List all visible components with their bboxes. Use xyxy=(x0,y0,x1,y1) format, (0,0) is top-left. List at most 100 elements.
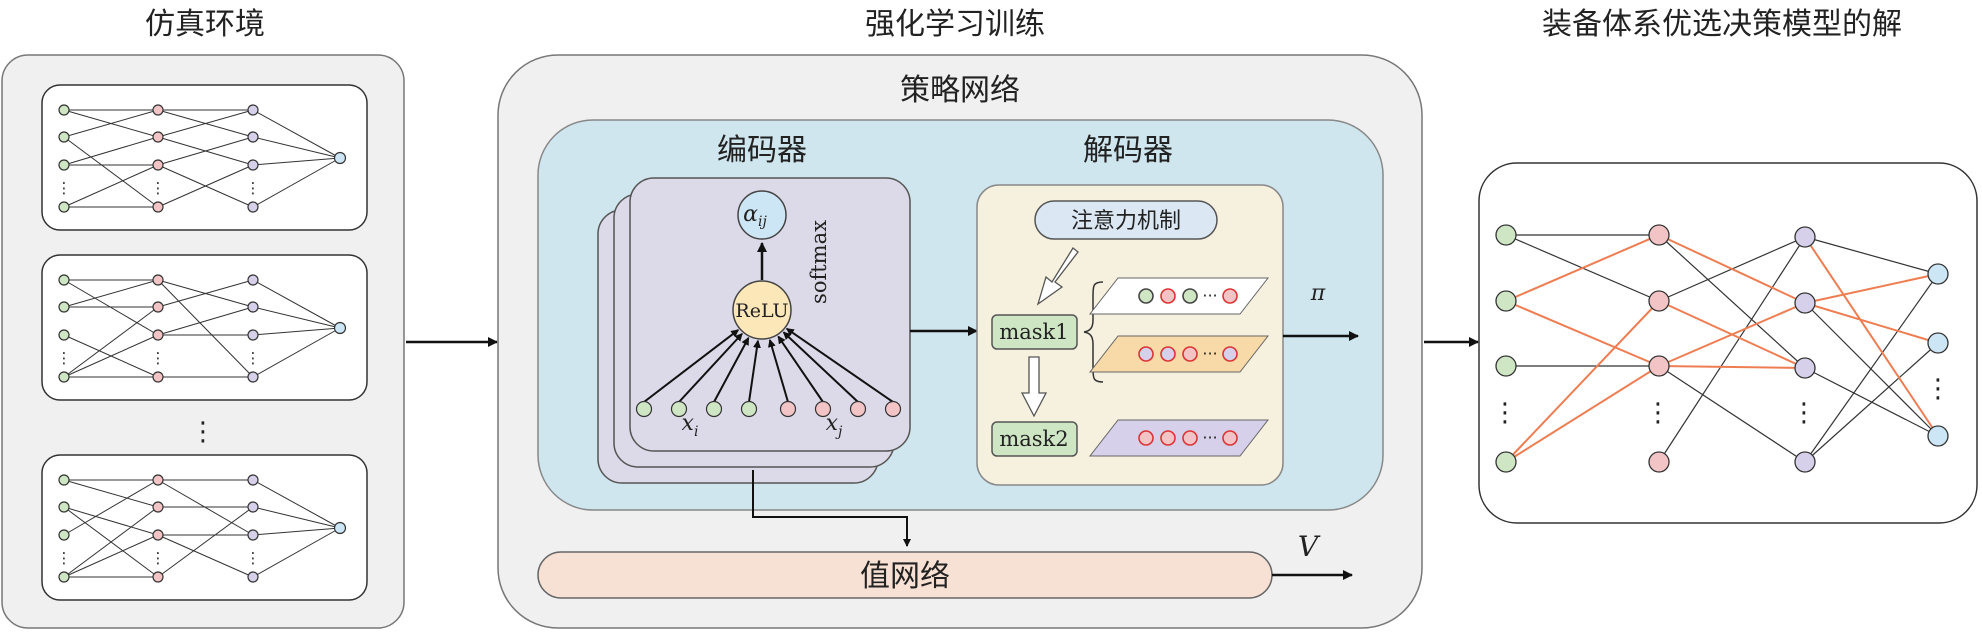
xi-label: xi xyxy=(682,411,699,440)
network-node xyxy=(247,474,259,486)
relu-node xyxy=(732,280,792,340)
pi-label: π xyxy=(1310,281,1326,306)
network-edge xyxy=(63,479,159,508)
network-node xyxy=(152,571,164,583)
network-node xyxy=(58,274,70,286)
solution-section-title: 装备体系优选决策模型的解 xyxy=(1542,7,1902,42)
input-attention-arrow xyxy=(748,339,761,403)
softmax-label: softmax xyxy=(807,220,831,304)
alpha-node xyxy=(737,190,787,240)
network-node xyxy=(670,400,688,418)
ellipsis-dots: ⋮ xyxy=(151,179,166,197)
mask1-box xyxy=(991,314,1078,350)
mask-node xyxy=(1222,430,1238,446)
ellipsis-dots: ⋮ xyxy=(1645,398,1671,428)
mask1-label: mask1 xyxy=(999,320,1068,344)
network-node xyxy=(1794,292,1816,314)
network-edge xyxy=(63,506,159,578)
input-attention-arrow xyxy=(713,337,750,403)
network-edge xyxy=(157,136,254,166)
network-node xyxy=(1648,290,1670,312)
env-network-card: ⋮⋮⋮ xyxy=(41,254,368,401)
network-edge xyxy=(1505,234,1660,302)
network-edge xyxy=(63,534,159,578)
network-node xyxy=(152,301,164,313)
network-edge xyxy=(1804,342,1939,463)
xj-label: xj xyxy=(826,411,843,440)
network-node xyxy=(152,329,164,341)
mask-node xyxy=(1160,430,1176,446)
network-node xyxy=(58,131,70,143)
input-attention-arrow xyxy=(777,335,824,403)
network-node xyxy=(1495,290,1517,312)
network-edge xyxy=(1804,236,1939,275)
network-edge xyxy=(1804,273,1939,463)
network-node xyxy=(333,321,347,335)
ellipsis-dots: ⋮ xyxy=(246,349,261,367)
mask-node xyxy=(1222,288,1238,304)
network-node xyxy=(849,400,867,418)
network-edge xyxy=(1505,300,1660,463)
network-edge xyxy=(63,109,159,138)
solution-panel xyxy=(1478,162,1978,524)
env-network-card: ⋮⋮⋮ xyxy=(41,454,368,601)
network-node xyxy=(58,301,70,313)
network-edge xyxy=(157,164,254,208)
network-node xyxy=(247,301,259,313)
network-node xyxy=(247,159,259,171)
attention-mechanism-pill xyxy=(1034,200,1218,240)
encoder-title: 编码器 xyxy=(717,133,807,168)
network-node xyxy=(1648,355,1670,377)
network-edge xyxy=(157,279,254,308)
arrow-attention-to-mask1 xyxy=(1036,247,1079,306)
network-node xyxy=(814,400,832,418)
mask2-box xyxy=(991,421,1078,457)
arrow-encoder-to-value xyxy=(752,470,911,547)
network-edge xyxy=(1658,365,1806,463)
network-node xyxy=(152,274,164,286)
network-edge xyxy=(63,279,159,308)
network-node xyxy=(247,201,259,213)
input-attention-arrow xyxy=(643,329,740,403)
network-node xyxy=(1648,224,1670,246)
network-node xyxy=(333,521,347,535)
network-edge xyxy=(63,479,159,536)
env-card-frame xyxy=(41,84,368,231)
mask-brace xyxy=(1083,281,1104,383)
network-edge xyxy=(157,306,254,336)
network-node xyxy=(635,400,653,418)
network-node xyxy=(58,159,70,171)
network-edge xyxy=(63,164,159,208)
network-node xyxy=(247,501,259,513)
env-ellipsis: ⋮ xyxy=(190,417,216,447)
input-attention-arrow xyxy=(767,339,789,403)
input-attention-arrow xyxy=(782,331,859,403)
ellipsis-dots: ⋮ xyxy=(1791,398,1817,428)
ellipsis-dots: ⋮ xyxy=(57,179,72,197)
network-node xyxy=(58,371,70,383)
network-node xyxy=(58,501,70,513)
arrow-mask1-to-mask2 xyxy=(1020,356,1048,418)
network-edge xyxy=(1658,236,1806,463)
network-node xyxy=(58,529,70,541)
env-card-frame xyxy=(41,454,368,601)
network-edge xyxy=(252,527,341,536)
attention-mechanism-label: 注意力机制 xyxy=(1071,209,1181,234)
network-edge xyxy=(157,534,254,578)
mask-node xyxy=(1182,346,1198,362)
network-edge xyxy=(252,327,341,378)
network-edge xyxy=(252,527,341,578)
network-node xyxy=(1927,425,1949,447)
network-edge xyxy=(63,136,159,166)
network-node xyxy=(152,501,164,513)
network-node xyxy=(58,201,70,213)
v-label: V xyxy=(1298,530,1321,563)
network-node xyxy=(152,201,164,213)
mask-node xyxy=(1222,346,1238,362)
ellipsis-dots: ⋮ xyxy=(57,549,72,567)
mask-node xyxy=(1138,346,1154,362)
policy-network-title: 策略网络 xyxy=(900,73,1020,108)
ellipsis-dots: ⋮ xyxy=(151,549,166,567)
network-node xyxy=(247,104,259,116)
